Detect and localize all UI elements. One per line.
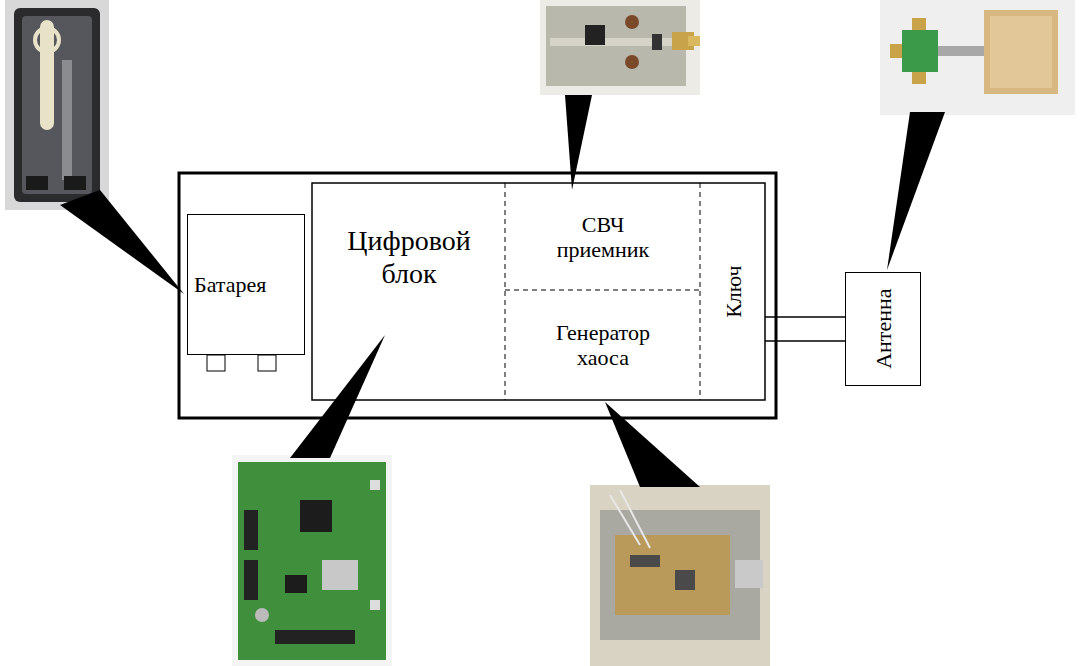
generator-photo: [590, 485, 770, 666]
dashed-divider: [700, 183, 701, 400]
node-label: Антенна: [870, 289, 895, 369]
callout-pointer: [605, 402, 700, 487]
battery-photo: [5, 0, 109, 210]
node-label: Цифровой блок: [334, 225, 484, 289]
housing-outline: [179, 173, 776, 418]
node-label: Батарея: [194, 272, 266, 297]
switch-region: Ключ: [702, 185, 765, 399]
battery-terminal: [207, 355, 225, 371]
wire: [765, 316, 845, 318]
digital-block-region: Цифровой блок: [314, 185, 504, 330]
receiver-region: СВЧ приемник: [507, 185, 699, 289]
battery-box: Батарея: [187, 214, 305, 355]
callout-pointer: [60, 190, 184, 294]
generator-region: Генератор хаоса: [507, 292, 699, 398]
node-label: СВЧ приемник: [543, 212, 663, 263]
battery-terminal: [258, 355, 276, 371]
wire-pair: [765, 317, 845, 341]
module-outline: [312, 183, 765, 400]
callout-pointer: [887, 112, 945, 270]
node-label: Ключ: [721, 266, 746, 318]
receiver-photo: [540, 0, 700, 95]
node-label: Генератор хаоса: [538, 320, 668, 371]
digital-board-photo: [232, 455, 392, 666]
dashed-divider: [505, 183, 506, 400]
antenna-box: Антенна: [845, 272, 921, 386]
callout-pointer: [565, 95, 592, 190]
antenna-photo: [880, 0, 1075, 115]
dashed-divider: [505, 290, 700, 291]
wire: [765, 340, 845, 342]
